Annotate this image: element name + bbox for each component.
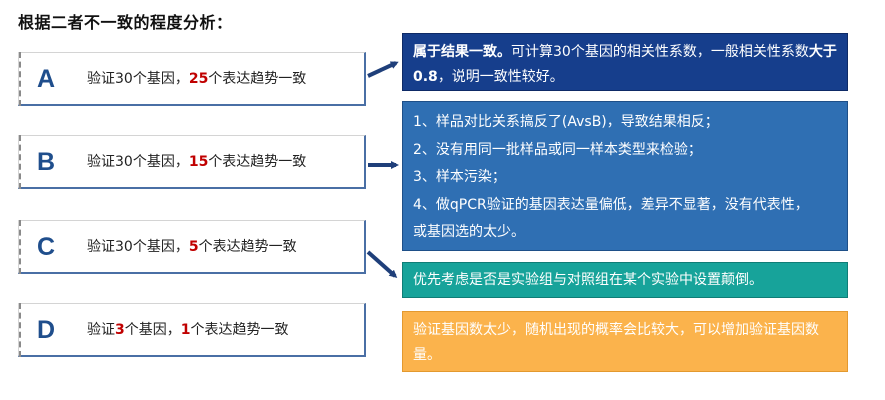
explanation-b-line: 2、没有用同一批样品或同一样本类型来检验；: [413, 141, 702, 158]
explanation-d: 验证基因数太少，随机出现的概率会比较大，可以增加验证基因数量。: [402, 311, 848, 372]
case-b-desc: 验证30个基因，15个表达趋势一致: [87, 136, 306, 188]
arrow-a: [367, 61, 399, 78]
case-d-count: 1: [180, 322, 191, 338]
explanation-a-threshold: 大于0.8: [413, 44, 837, 85]
explanation-a-text: 可计算30个基因的相关性系数，一般相关性系数: [511, 44, 809, 60]
explanation-a-conclusion: 属于结果一致。: [413, 44, 511, 60]
explanation-a-text-end: ，说明一致性较好。: [437, 69, 564, 85]
case-c: C 验证30个基因，5个表达趋势一致: [18, 220, 366, 274]
explanation-b-line: 1、样品对比关系搞反了(AvsB)，导致结果相反；: [413, 114, 719, 130]
case-d-gene-count: 3: [115, 322, 125, 338]
case-c-desc: 验证30个基因，5个表达趋势一致: [87, 221, 297, 273]
case-d: D 验证3个基因，1个表达趋势一致: [18, 303, 366, 357]
case-a-letter: A: [37, 65, 56, 93]
explanation-c: 优先考虑是否是实验组与对照组在某个实验中设置颠倒。: [402, 262, 848, 298]
case-a: A 验证30个基因，25个表达趋势一致: [18, 52, 366, 106]
arrow-c: [366, 250, 398, 278]
explanation-b-line: 4、做qPCR验证的基因表达量偏低，差异不显著，没有代表性，: [413, 196, 809, 213]
explanation-b-line: 3、样本污染；: [413, 169, 506, 185]
case-d-letter: D: [37, 316, 56, 344]
case-b: B 验证30个基因，15个表达趋势一致: [18, 135, 366, 189]
case-c-letter: C: [37, 233, 56, 261]
case-d-text: 验证: [87, 322, 115, 338]
explanation-b: 1、样品对比关系搞反了(AvsB)，导致结果相反； 2、没有用同一批样品或同一样…: [402, 101, 848, 251]
case-c-text-end: 个表达趋势一致: [198, 239, 297, 255]
case-d-text-end: 个表达趋势一致: [190, 322, 289, 338]
case-a-text-end: 个表达趋势一致: [208, 71, 307, 87]
case-b-count: 15: [188, 154, 209, 170]
explanation-b-line: 或基因选的太少。: [413, 224, 525, 240]
case-a-count: 25: [188, 71, 209, 87]
case-b-letter: B: [37, 148, 56, 176]
case-d-text-mid: 个基因，: [124, 322, 181, 338]
explanation-a: 属于结果一致。可计算30个基因的相关性系数，一般相关性系数大于0.8，说明一致性…: [402, 33, 848, 91]
case-b-text-end: 个表达趋势一致: [208, 154, 307, 170]
case-c-count: 5: [188, 239, 199, 255]
case-c-text: 验证30个基因，: [87, 239, 189, 255]
case-a-text: 验证30个基因，: [87, 71, 189, 87]
case-b-text: 验证30个基因，: [87, 154, 189, 170]
case-d-desc: 验证3个基因，1个表达趋势一致: [87, 304, 289, 356]
page-title: 根据二者不一致的程度分析：: [18, 13, 233, 32]
case-a-desc: 验证30个基因，25个表达趋势一致: [87, 53, 306, 105]
